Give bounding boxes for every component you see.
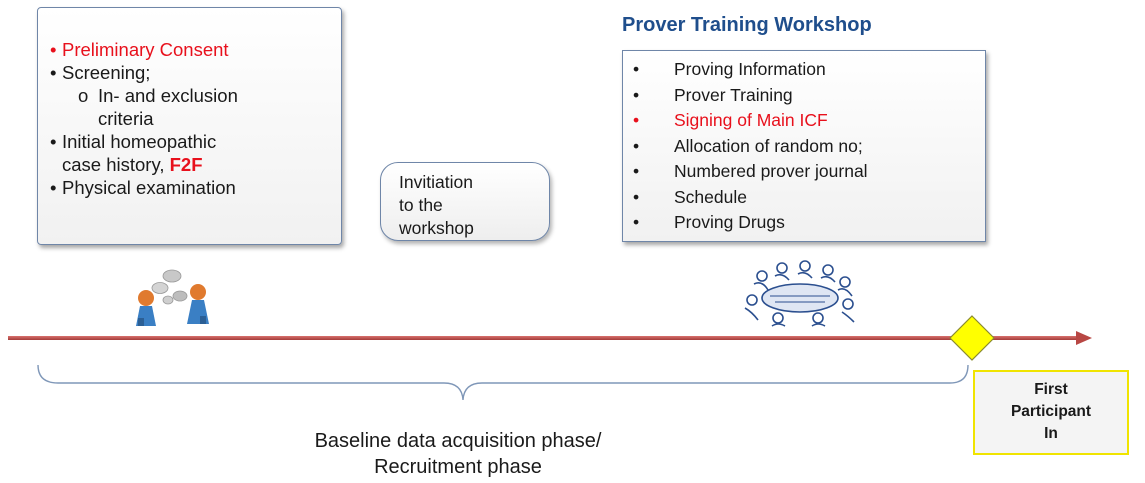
milestone-line1: First (1034, 381, 1068, 398)
list-item: • Prover Training (623, 83, 985, 109)
workshop-item-text: Schedule (674, 186, 747, 207)
screening-text: Screening; (62, 62, 151, 83)
two-people-talking-icon (136, 269, 209, 326)
invitation-line2: to the (399, 195, 443, 215)
phase-label-line2: Recruitment phase (374, 456, 542, 478)
bullet: • (50, 131, 57, 152)
phase-label: Baseline data acquisition phase/ Recruit… (230, 428, 686, 480)
diamond-marker-icon (949, 315, 995, 361)
bullet: • (50, 62, 57, 83)
round-table-meeting-icon (744, 260, 855, 327)
workshop-item-text: Proving Drugs (674, 212, 785, 232)
sub-item-line1: In- and exclusion (98, 85, 238, 106)
list-item: • Screening; (50, 61, 341, 84)
list-item: • Preliminary Consent (50, 38, 341, 61)
bullet: • (633, 84, 640, 105)
workshop-box: • Proving Information • Prover Training … (622, 50, 986, 242)
workshop-item-text: Numbered prover journal (674, 161, 868, 181)
workshop-item-text: Signing of Main ICF (674, 110, 828, 130)
bullet: • (633, 135, 640, 156)
bullet: • (633, 161, 640, 181)
list-item: • Signing of Main ICF (623, 108, 985, 134)
list-item: • Initial homeopathic case history, F2F (50, 130, 341, 176)
physical-exam-text: Physical examination (62, 177, 236, 198)
history-line2-prefix: case history, (62, 154, 170, 175)
list-item: • Physical examination (50, 176, 341, 199)
phase-brace (37, 364, 969, 401)
first-participant-in-box: First Participant In (973, 370, 1129, 455)
bullet: • (50, 177, 57, 198)
history-line1: Initial homeopathic (62, 131, 217, 152)
bullet: • (633, 212, 640, 232)
list-item: • Proving Information (623, 57, 985, 83)
f2f-highlight: F2F (169, 154, 203, 175)
workshop-item-text: Prover Training (674, 84, 793, 105)
timeline-arrow (8, 331, 1092, 345)
invitation-line3: workshop (399, 218, 474, 238)
invitation-line1: Invitiation (399, 172, 473, 192)
milestone-line2: Participant (1010, 403, 1092, 420)
list-item: • Proving Drugs (623, 210, 985, 236)
bullet: • (633, 110, 640, 130)
sub-item-line2: criteria (98, 108, 154, 129)
phase-label-line1: Baseline data acquisition phase/ (314, 430, 602, 452)
preliminary-consent-text: Preliminary Consent (62, 39, 229, 60)
workshop-item-text: Proving Information (674, 59, 826, 79)
bullet: • (633, 186, 640, 207)
pre-screening-box: • Preliminary Consent • Screening; o In-… (37, 7, 342, 245)
milestone-line3: In (1044, 425, 1058, 442)
sub-bullet: o (78, 85, 89, 106)
workshop-item-text: Allocation of random no; (674, 135, 863, 156)
bullet: • (633, 59, 640, 79)
list-item: • Allocation of random no; (623, 134, 985, 160)
list-item: • Numbered prover journal (623, 159, 985, 185)
list-item: • Schedule (623, 185, 985, 211)
invitation-box: Invitiation to the workshop (380, 162, 550, 241)
bullet: • (50, 39, 57, 60)
workshop-title: Prover Training Workshop (622, 14, 872, 36)
sub-list-item: o In- and exclusion criteria (50, 84, 341, 130)
